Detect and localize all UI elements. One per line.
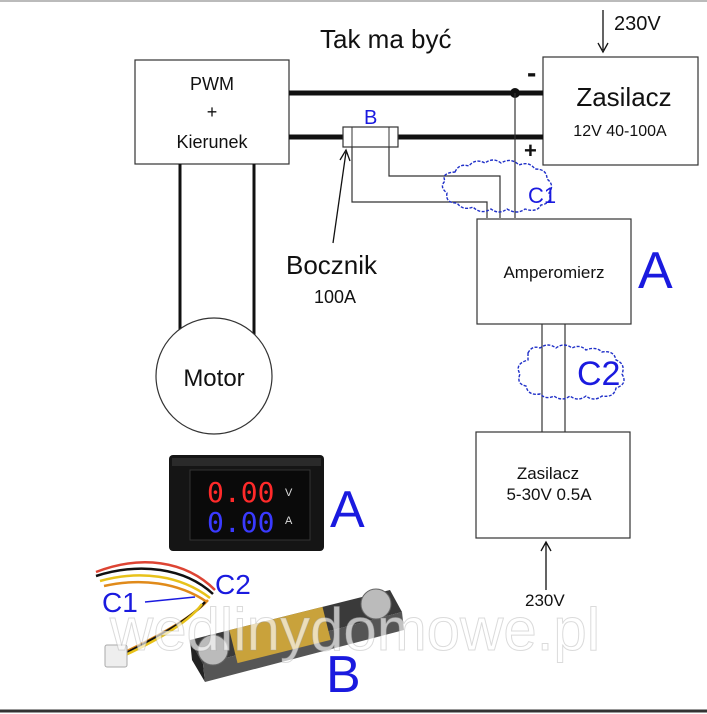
c2-label: C2 [577,355,620,393]
psu-main-block [542,56,699,166]
psu-plus-sign: + [524,138,537,163]
psu-main-name: Zasilacz [576,82,671,112]
motor-label: Motor [183,365,244,392]
cable-cloud-c2 [517,344,625,400]
shunt-bar [229,606,331,664]
pwm-block [134,59,290,165]
sense-wire-1 [351,147,488,218]
c1-label: C1 [528,183,556,208]
shunt-pointer [332,151,347,244]
meter-unit-v: V [285,487,293,499]
ammeter-tag: A [638,242,673,300]
watermark: wedlinydomowe.pl [109,596,600,663]
psu-main-spec: 12V 40-100A [573,123,667,140]
cable-cloud-c1 [441,159,553,213]
meter-photo: 0.00 0.00 V A [169,455,324,551]
meter-photo-tag: A [330,481,365,539]
psu-small-block [475,431,631,539]
psu-minus-sign: - [527,57,536,88]
wires-c2-label: C2 [215,569,251,600]
psu-small-name: Zasilacz [517,464,579,483]
shunt-photo-tag: B [326,646,361,704]
voltage-bottom-label: 230V [525,591,565,610]
shunt-box [342,126,399,148]
shunt-bolt-right [360,588,392,620]
shunt-photo [190,588,404,682]
meter-bottom-digits: 0.00 [207,506,274,539]
meter-unit-a: A [285,515,293,527]
shunt-tag: B [364,107,377,129]
psu-small-spec: 5-30V 0.5A [506,485,592,504]
pwm-line3: Kierunek [176,132,248,152]
wire-harness-photo [95,561,216,668]
ammeter-block [476,218,632,325]
ammeter-name: Amperomierz [503,263,604,282]
wires-c1-label: C1 [102,587,138,618]
diagram-title: Tak ma być [320,24,452,54]
meter-top-digits: 0.00 [207,476,274,509]
motor-circle [155,317,273,435]
shunt-bolt-left [197,634,229,666]
shunt-name: Bocznik [286,250,378,280]
pwm-line1: PWM [190,74,234,94]
sense-wire-2 [388,147,501,218]
shunt-rating: 100A [314,287,356,307]
pwm-line2: + [207,102,218,122]
voltage-top-label: 230V [614,13,661,35]
connector-plug [104,644,128,668]
